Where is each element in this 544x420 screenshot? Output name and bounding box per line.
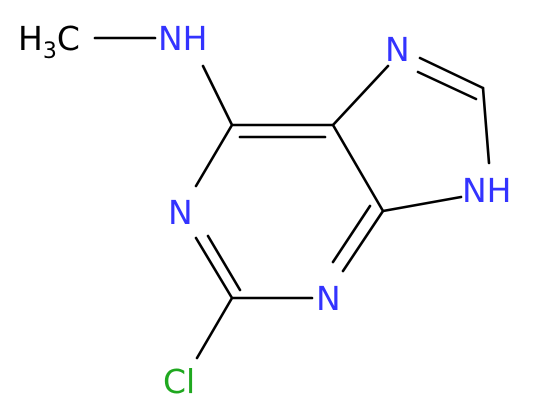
- bond-n1-c2: [194, 236, 234, 300]
- bond-c5-n7: [331, 64, 390, 127]
- bond-n9-c4: [381, 195, 463, 213]
- atom-labels: H3C NH N NH N N Cl: [18, 19, 512, 401]
- n7-label: N: [385, 30, 410, 69]
- n3-label: N: [316, 279, 341, 318]
- cl-label: Cl: [163, 362, 195, 401]
- bond-nh-c6: [201, 64, 234, 127]
- n9-nh-label: NH: [462, 171, 512, 210]
- bond-c6-n1: [194, 123, 234, 188]
- bond-n3-c4: [341, 209, 385, 273]
- bond-n7-c8: [418, 56, 485, 90]
- bond-n1-c2-double: [206, 234, 242, 292]
- methyl-label: H3C: [18, 19, 80, 64]
- n1-label: N: [168, 193, 193, 232]
- bond-c2-cl: [195, 296, 234, 360]
- bond-c4-c5: [331, 123, 385, 213]
- bond-n7-c8-double: [416, 70, 478, 101]
- bond-n3-c4-double: [331, 204, 372, 264]
- amine-nh-label: NH: [158, 19, 208, 58]
- bond-c8-n9: [481, 86, 491, 165]
- bonds: [93, 36, 491, 360]
